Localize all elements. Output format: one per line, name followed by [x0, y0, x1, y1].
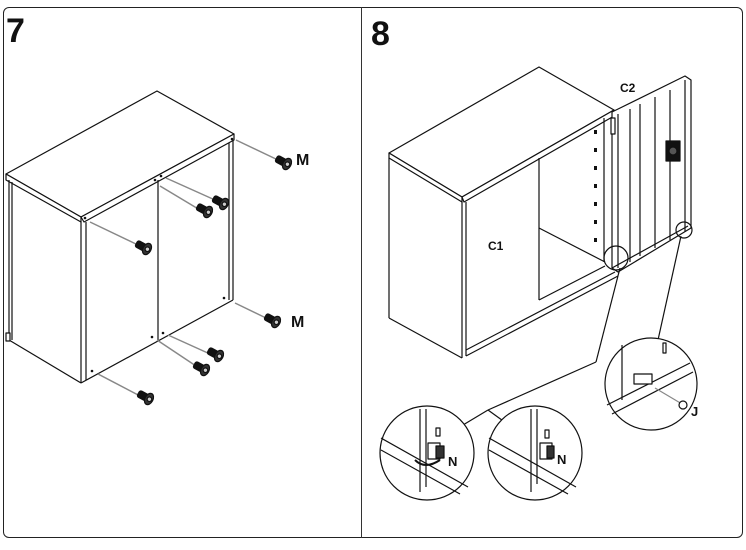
step7-arrows — [89, 139, 279, 398]
screw-icon — [206, 347, 225, 363]
screw-icon — [195, 203, 214, 219]
screw-icon — [192, 361, 211, 377]
detail-screw — [604, 337, 698, 431]
part-label-n-installed: N — [557, 452, 567, 467]
detail-hinge-installed — [487, 405, 583, 501]
part-label-m-bottom: M — [291, 314, 305, 331]
lock-icon — [665, 140, 681, 162]
detail-hinge-rotate — [379, 405, 475, 501]
screw-icon — [263, 313, 282, 329]
part-label-c1: C1 — [488, 239, 504, 253]
step-number-8: 8 — [371, 15, 390, 53]
step8-door — [603, 75, 693, 273]
screw-icon — [274, 155, 293, 171]
screw-icon — [134, 240, 153, 256]
part-label-j: J — [691, 404, 699, 419]
screw-icon — [211, 195, 230, 211]
part-label-m-top: M — [296, 152, 310, 169]
step7-screws — [134, 155, 293, 406]
screw-icon — [136, 390, 155, 406]
step-number-7: 7 — [6, 12, 25, 50]
part-label-c2: C2 — [620, 81, 636, 95]
step-7-panel — [3, 7, 362, 538]
part-label-n-rotate: N — [448, 454, 458, 469]
step8-cabinet — [388, 66, 619, 359]
step7-cabinet — [5, 90, 235, 384]
